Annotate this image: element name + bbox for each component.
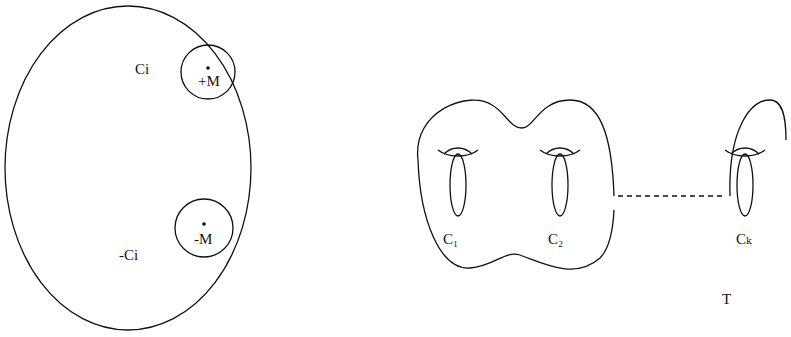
curve-label: T [722, 292, 731, 307]
point-label: +M [198, 74, 220, 89]
handle-curve [725, 150, 765, 156]
handle-curve [450, 154, 466, 216]
handle-curve [444, 148, 472, 154]
circle-outline [174, 198, 234, 258]
marked-circle: -Ci-M [174, 198, 234, 258]
handle-curve [438, 150, 478, 156]
disk-outline [5, 6, 251, 330]
handle-curve [552, 154, 568, 216]
circle-outline [180, 44, 236, 100]
handle-curve [731, 148, 759, 154]
center-dot [202, 222, 206, 226]
dashed-continuation [618, 195, 726, 196]
surface-right-outline [730, 100, 786, 196]
handle-curve [546, 148, 574, 154]
curve-label: C₁ [443, 232, 458, 247]
point-label: -M [194, 232, 212, 247]
circle-label: Ci [135, 62, 149, 77]
handle-curve [737, 154, 753, 216]
marked-circle: Ci+M [180, 44, 236, 100]
center-dot [206, 66, 210, 70]
circle-label: -Ci [119, 248, 138, 263]
curve-label: C₂ [548, 232, 563, 247]
curve-label: Cₖ [736, 232, 751, 247]
surface-top-outline [418, 100, 614, 196]
surface-bottom-outline [418, 160, 614, 269]
handle-curve [540, 150, 580, 156]
